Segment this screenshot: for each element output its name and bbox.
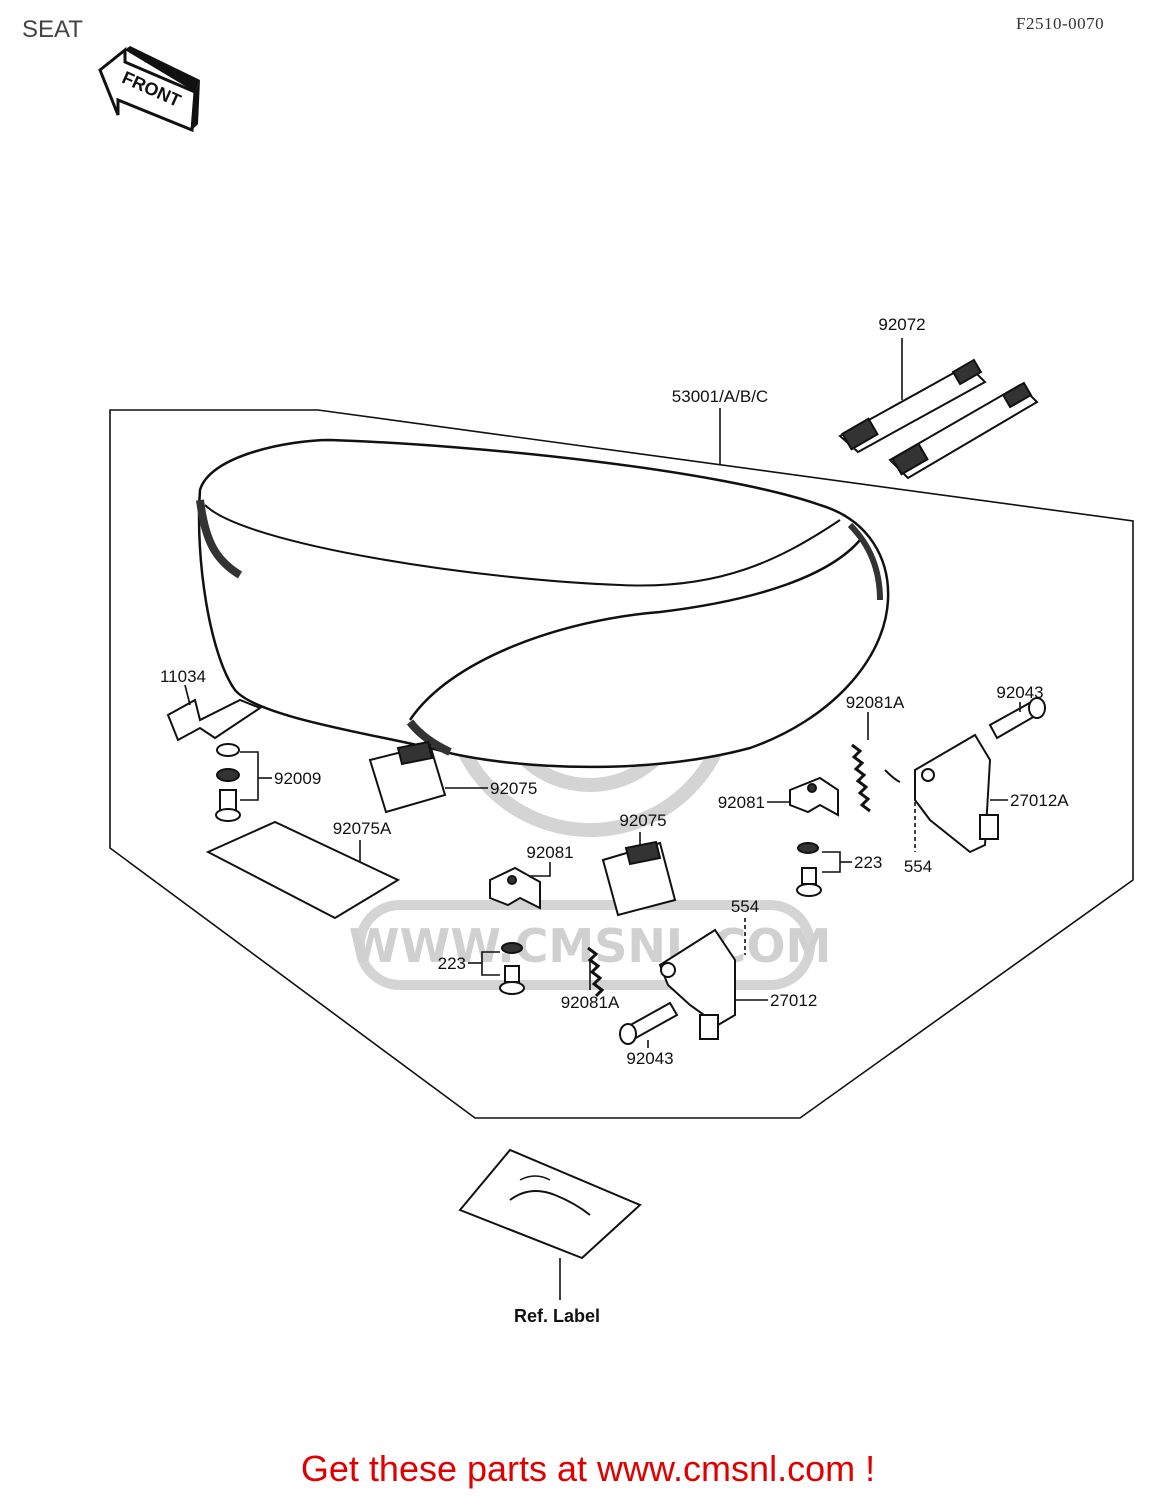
pad-icon (205, 820, 401, 920)
bracket-right-icon (789, 776, 839, 897)
label-554-right: 554 (904, 857, 932, 876)
label-92072: 92072 (878, 315, 925, 334)
latch-center-icon (658, 928, 736, 1040)
cushion-left-icon (368, 740, 447, 814)
label-27012: 27012 (770, 991, 817, 1010)
bracket-icon (166, 698, 263, 822)
label-92075A: 92075A (333, 819, 392, 838)
label-92081A-bottom: 92081A (561, 993, 620, 1012)
label-92081-center: 92081 (526, 843, 573, 862)
label-92081-right: 92081 (718, 793, 765, 812)
seat-icon (196, 438, 890, 769)
footer-link[interactable]: Get these parts at www.cmsnl.com ! (300, 1448, 876, 1489)
diagram-code: F2510-0070 (1016, 14, 1105, 33)
bolt-top-icon (988, 697, 1046, 740)
label-92009: 92009 (274, 769, 321, 788)
cushion-center-icon (601, 840, 677, 917)
label-223-right: 223 (854, 853, 882, 872)
page-title: SEAT (22, 16, 83, 43)
label-92075-left: 92075 (490, 779, 537, 798)
label-92043-bottom: 92043 (626, 1049, 673, 1068)
spring-top-icon (851, 743, 901, 813)
front-arrow-icon: FRONT (98, 46, 200, 133)
bracket-center-icon (489, 866, 541, 995)
label-27012A: 27012A (1010, 791, 1069, 810)
strap-icon (838, 358, 1039, 480)
label-92081A-top: 92081A (846, 693, 905, 712)
label-92043-top: 92043 (996, 683, 1043, 702)
kit-boundary (109, 409, 1134, 1119)
spring-bottom-icon (587, 946, 605, 998)
label-554-center: 554 (731, 897, 759, 916)
parts-diagram: WWW.CMSNL.COM FRONT 92072 53001/A/B/C (98, 46, 1134, 1326)
label-92075-center: 92075 (619, 811, 666, 830)
label-53001: 53001/A/B/C (672, 387, 768, 406)
latch-right-icon (914, 733, 999, 854)
ref-label: Ref. Label (514, 1306, 600, 1326)
bolt-bottom-icon (619, 1001, 679, 1045)
label-223-left: 223 (438, 954, 466, 973)
label-11034: 11034 (160, 667, 206, 686)
caution-label-icon (458, 1148, 642, 1260)
